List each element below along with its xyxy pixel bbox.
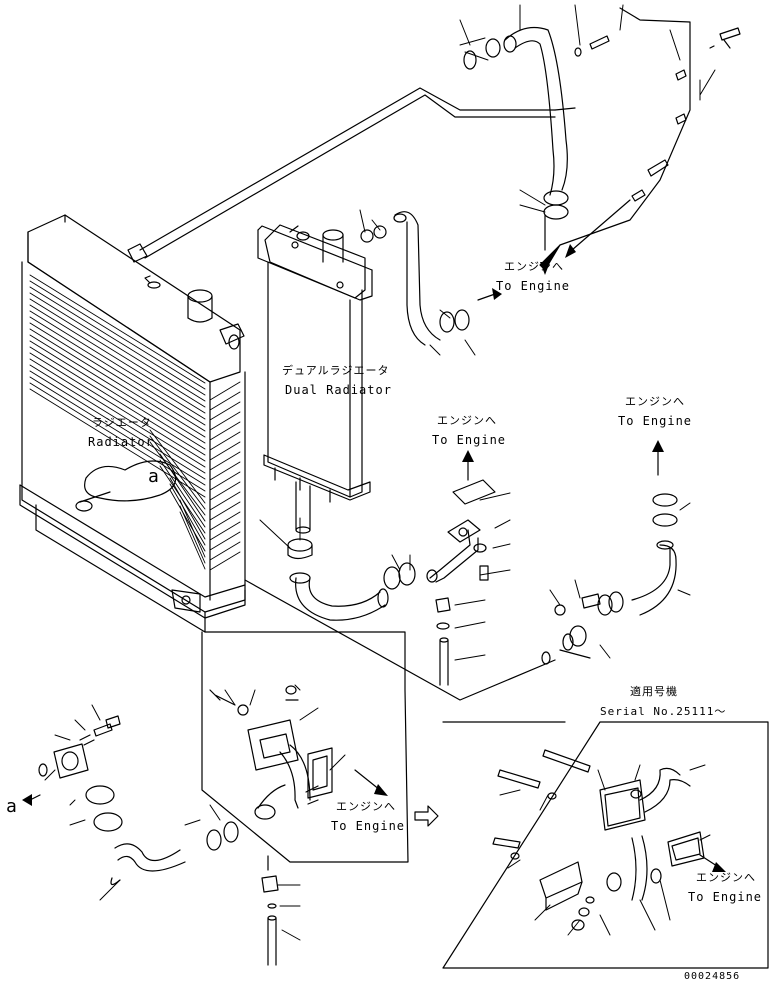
to-engine-3-jp: エンジンへ [625, 395, 685, 408]
lower-box [202, 632, 408, 862]
dual-upper-hose [361, 212, 469, 345]
serial-label-jp: 適用号機 [630, 685, 678, 698]
outlet-fitting [210, 686, 332, 965]
dual-radiator-label-en: Dual Radiator [285, 383, 392, 397]
detail-arrow [415, 806, 438, 826]
dual-lower-hose [288, 539, 388, 620]
flow-arrows [30, 200, 720, 868]
dual-radiator-label-jp: デュアルラジエータ [282, 364, 390, 377]
serial-detail-box [443, 722, 768, 968]
dual-radiator [258, 225, 372, 533]
leader-lines [45, 5, 715, 940]
to-engine-5-jp: エンジンへ [696, 871, 756, 884]
to-engine-2-en: To Engine [432, 433, 507, 447]
radiator-label-jp: ラジエータ [92, 416, 152, 429]
detail-a-parts [39, 716, 238, 885]
to-engine-1-en: To Engine [496, 279, 571, 293]
to-engine-1-jp: エンジンへ [504, 260, 564, 273]
to-engine-4-en: To Engine [331, 819, 406, 833]
upper-bypass-pipe [140, 8, 690, 258]
to-engine-3-en: To Engine [618, 414, 693, 428]
to-engine-5-en: To Engine [688, 890, 763, 904]
serial-label-en: Serial No.25111～ [600, 705, 727, 718]
right-hose-assembly [542, 494, 677, 664]
radiator-label-en: Radiator [88, 435, 154, 449]
detail-a-mark: a [6, 796, 18, 817]
center-pipe-assembly [384, 480, 495, 685]
to-engine-4-jp: エンジンへ [336, 800, 396, 813]
to-engine-2-jp: エンジンへ [437, 414, 497, 427]
arrow-heads [22, 244, 726, 872]
radiator-detail-mark: a [148, 466, 160, 487]
drawing-number: 00024856 [684, 971, 741, 982]
upper-engine-hose [464, 28, 740, 219]
radiator-core [20, 215, 245, 632]
